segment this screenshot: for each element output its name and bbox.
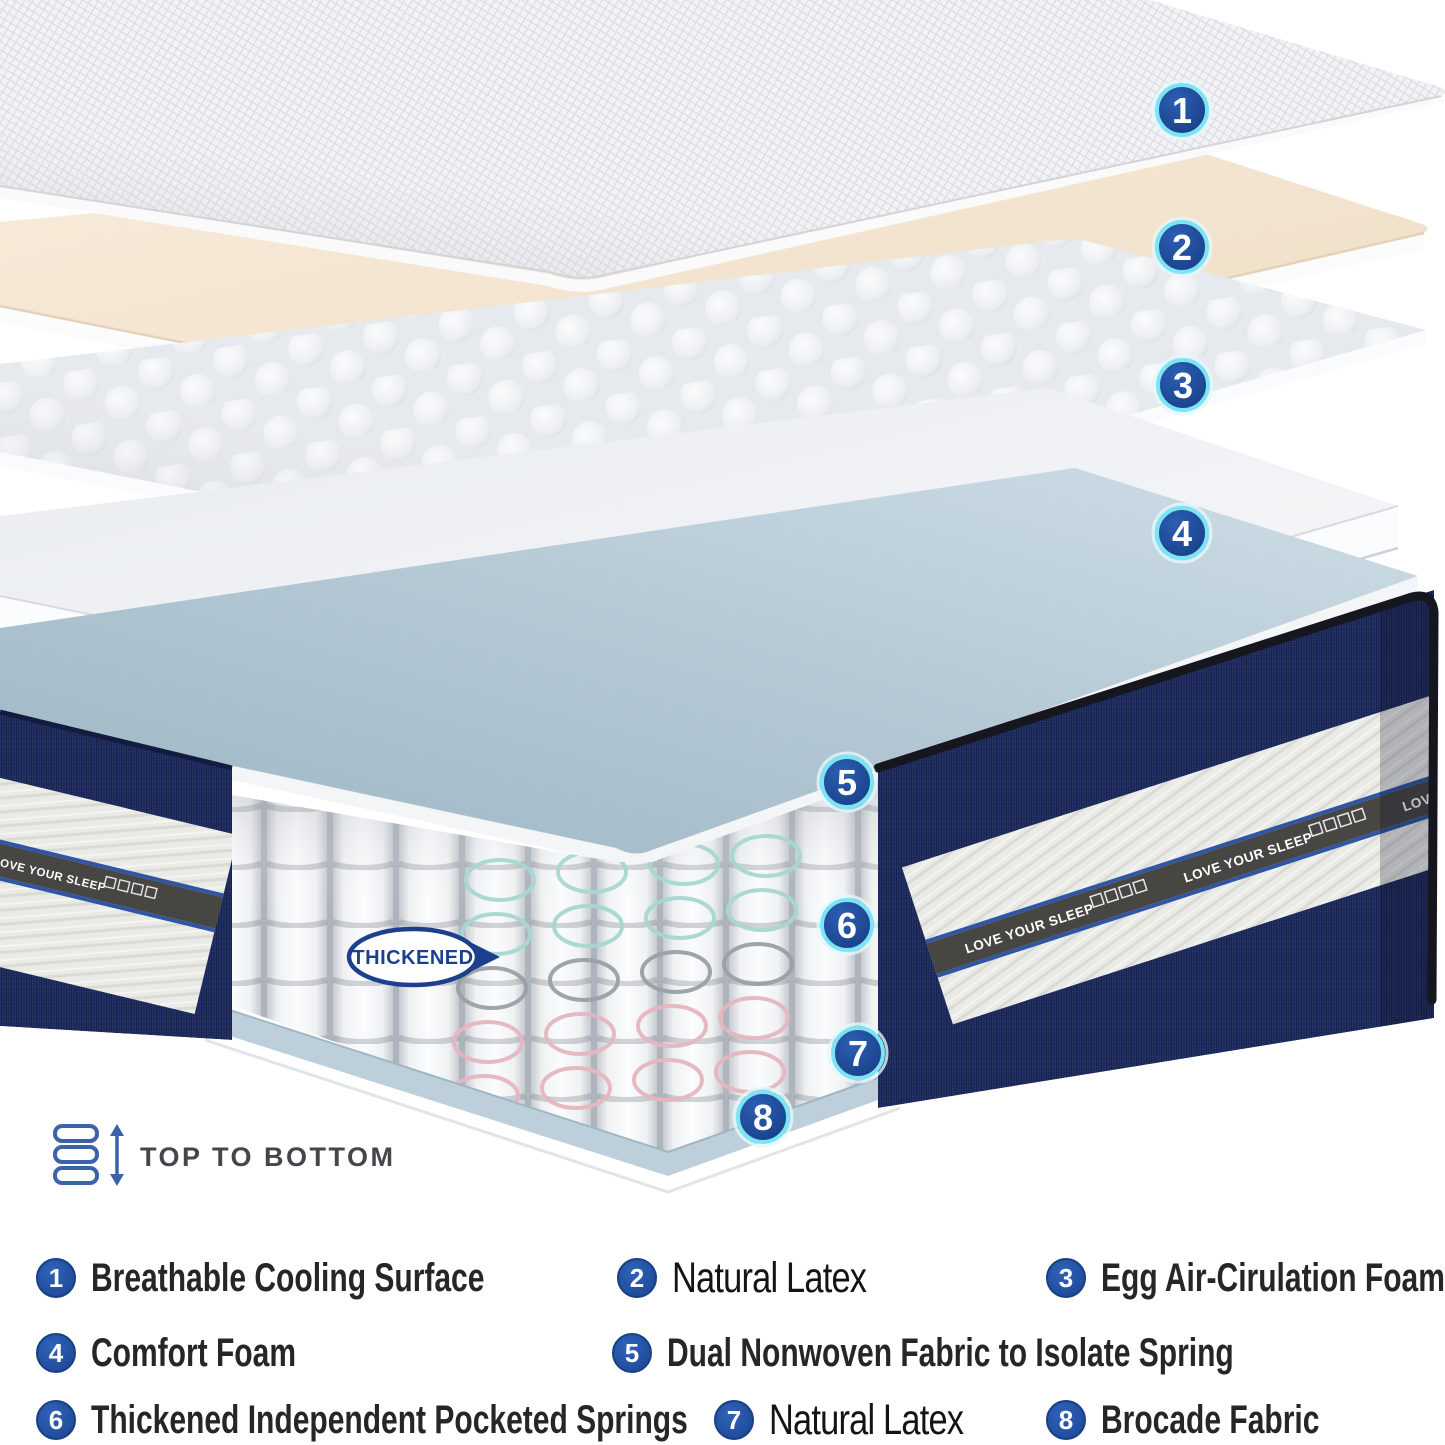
legend-badge-7: 7 [714,1400,754,1440]
svg-text:1: 1 [1172,90,1192,131]
legend-item-6: 6 Thickened Independent Pocketed Springs [36,1397,887,1442]
legend-item-7: 7 Natural Latex [714,1396,1012,1444]
marker-8: 8 [732,1086,794,1148]
svg-text:8: 8 [753,1097,773,1138]
thickened-callout: THICKENED [346,926,500,988]
legend-label-7: Natural Latex [769,1395,964,1444]
legend-label-8: Brocade Fabric [1101,1397,1320,1442]
legend-item-1: 1 Breathable Cooling Surface [36,1255,616,1300]
svg-text:4: 4 [1172,513,1192,554]
marker-7: 7 [827,1022,889,1084]
layers-stack-icon [53,1124,99,1185]
thickened-label: THICKENED [352,947,473,969]
legend-badge-1: 1 [36,1258,76,1298]
layer-cooling-surface [0,0,1445,292]
top-to-bottom-label: TOP TO BOTTOM [140,1142,396,1172]
legend-badge-4: 4 [36,1333,76,1373]
svg-text:6: 6 [837,905,857,946]
legend-item-4: 4 Comfort Foam [36,1330,364,1375]
legend-label-3: Egg Air-Cirulation Foam [1101,1255,1445,1300]
legend-badge-3: 3 [1046,1258,1086,1298]
right-side-panel: LOVE YOUR SLEEP LOVE YOUR SLEEP LOVE YOU… [873,590,1439,1108]
legend-badge-6: 6 [36,1400,76,1440]
left-side-panel: LOVE YOUR SLEEP [0,709,233,1040]
legend-label-5: Dual Nonwoven Fabric to Isolate Spring [667,1330,1234,1375]
legend-item-2: 2 Natural Latex [617,1254,915,1302]
legend-item-3: 3 Egg Air-Cirulation Foam [1046,1255,1445,1300]
legend-badge-8: 8 [1046,1400,1086,1440]
marker-2: 2 [1151,216,1213,278]
care-symbol-icons [1089,878,1148,909]
top-to-bottom-key: TOP TO BOTTOM [53,1124,396,1186]
diagram-markers: 1 2 3 4 5 6 7 8 [732,79,1214,1148]
svg-text:2: 2 [1172,227,1192,268]
marker-1: 1 [1151,79,1213,141]
legend-badge-2: 2 [617,1258,657,1298]
legend-label-6: Thickened Independent Pocketed Springs [91,1397,688,1442]
layer-bottom-sheet [202,1001,903,1194]
svg-text:3: 3 [1173,365,1193,406]
care-symbol-icons [1307,807,1367,838]
svg-text:5: 5 [837,762,857,803]
svg-text:7: 7 [848,1033,868,1074]
marker-4: 4 [1151,502,1213,564]
marker-5: 5 [816,751,878,813]
layer-top-nonwoven-sheet [0,468,1418,868]
vertical-arrow-icon [110,1124,124,1186]
legend-label-2: Natural Latex [672,1253,867,1302]
legend-badge-5: 5 [612,1333,652,1373]
legend-item-5: 5 Dual Nonwoven Fabric to Isolate Spring [612,1330,1423,1375]
care-symbol-icons [103,875,158,900]
marker-3: 3 [1152,354,1214,416]
legend-label-1: Breathable Cooling Surface [91,1255,485,1300]
legend-item-8: 8 Brocade Fabric [1046,1397,1392,1442]
legend-label-4: Comfort Foam [91,1330,296,1375]
marker-6: 6 [816,894,878,956]
